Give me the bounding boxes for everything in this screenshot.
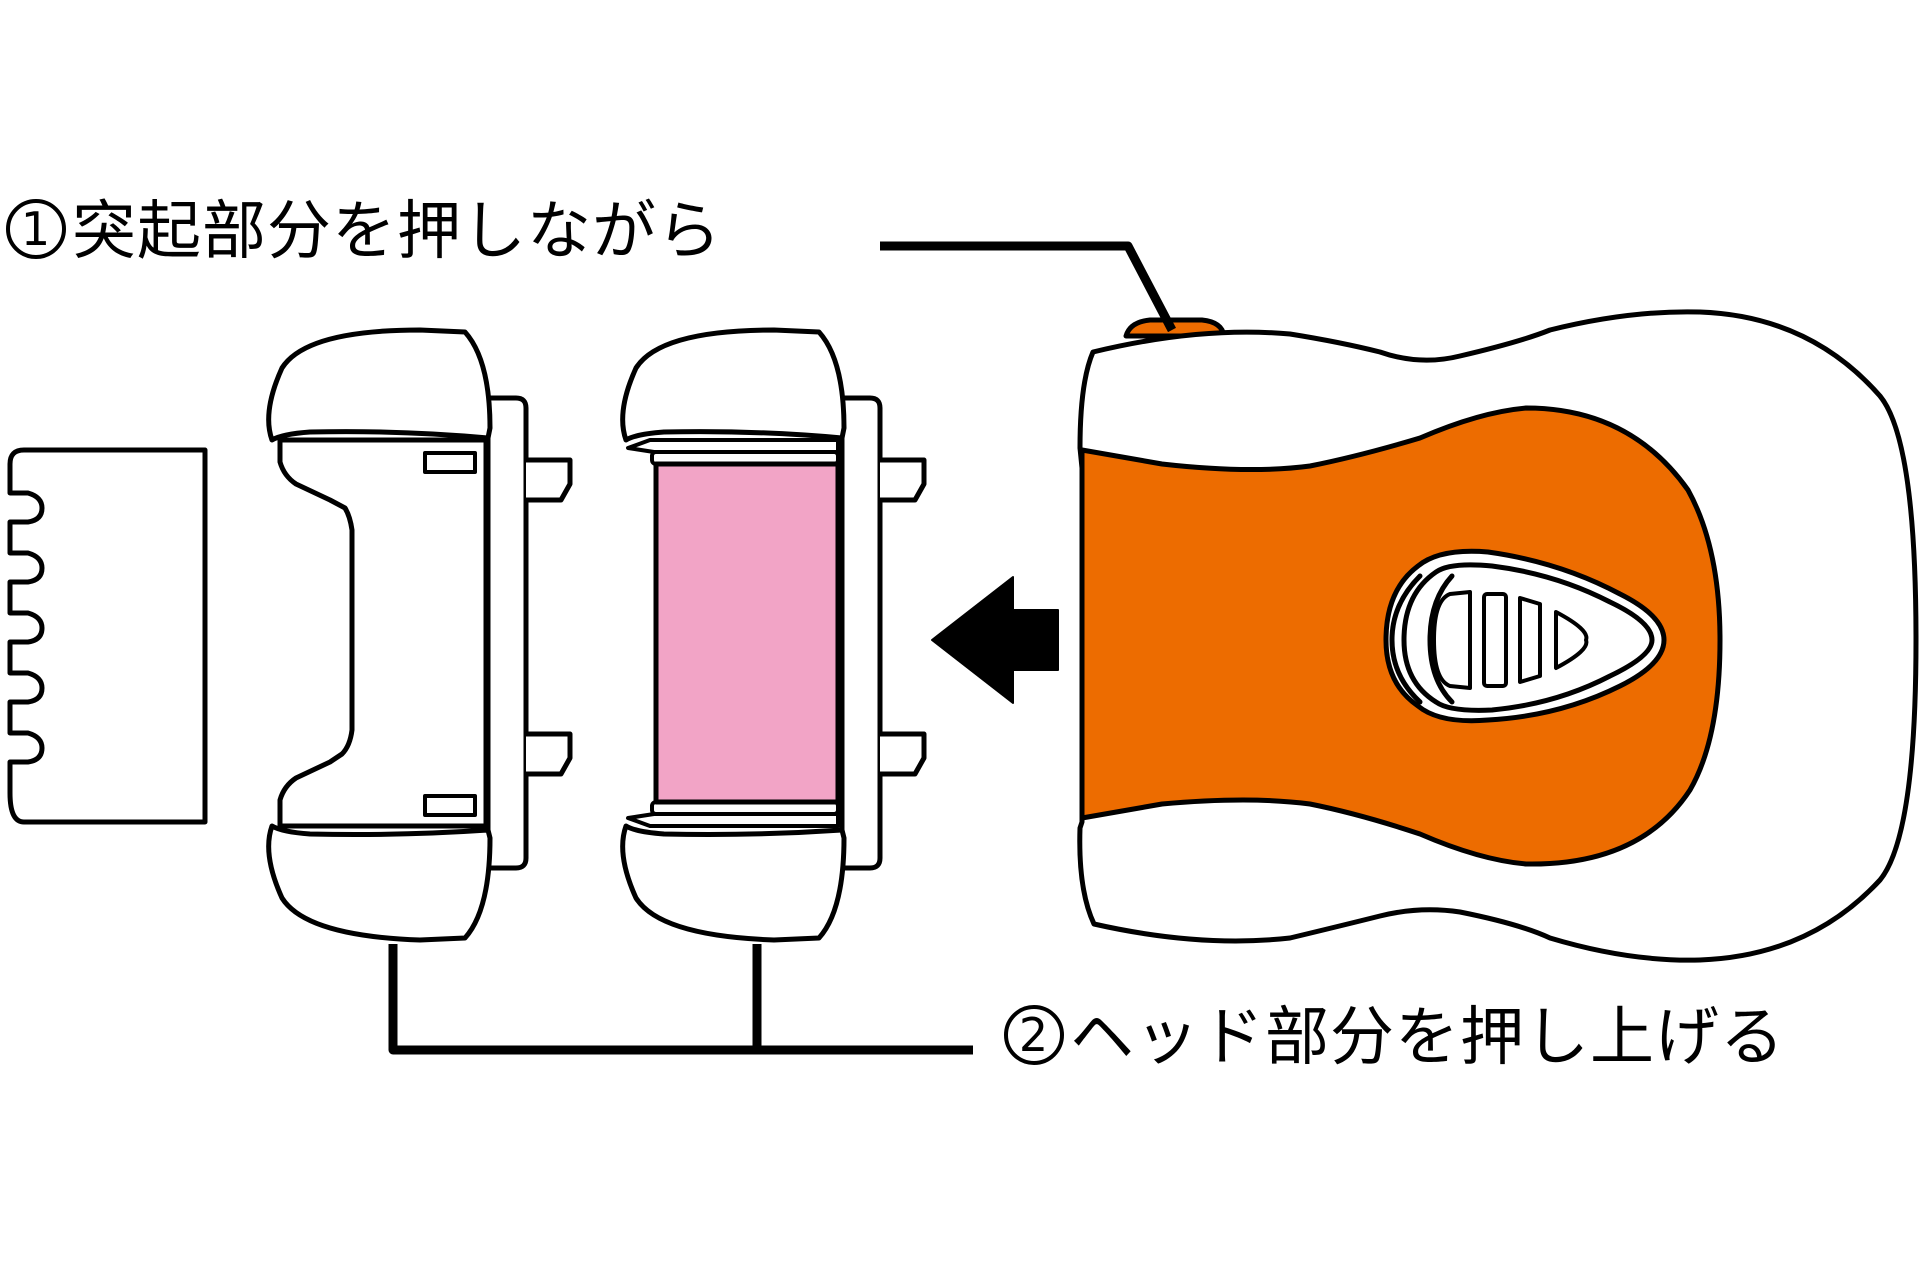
blade-pink bbox=[653, 461, 841, 805]
device-body bbox=[1077, 309, 1919, 963]
arrow-left-icon bbox=[931, 576, 1059, 704]
head-frame bbox=[266, 327, 573, 943]
step2-text: ヘッド部分を押し上げる bbox=[1070, 1001, 1785, 1075]
head-with-blade bbox=[620, 327, 927, 943]
step2-number-badge: 2 bbox=[1004, 1005, 1064, 1066]
step1-number-badge: 1 bbox=[6, 199, 66, 260]
step1-text: 突起部分を押しながら bbox=[72, 195, 722, 269]
cover-plate bbox=[7, 447, 208, 825]
leader-line-step2 bbox=[388, 944, 973, 1055]
leader-line-step1 bbox=[880, 241, 1176, 333]
